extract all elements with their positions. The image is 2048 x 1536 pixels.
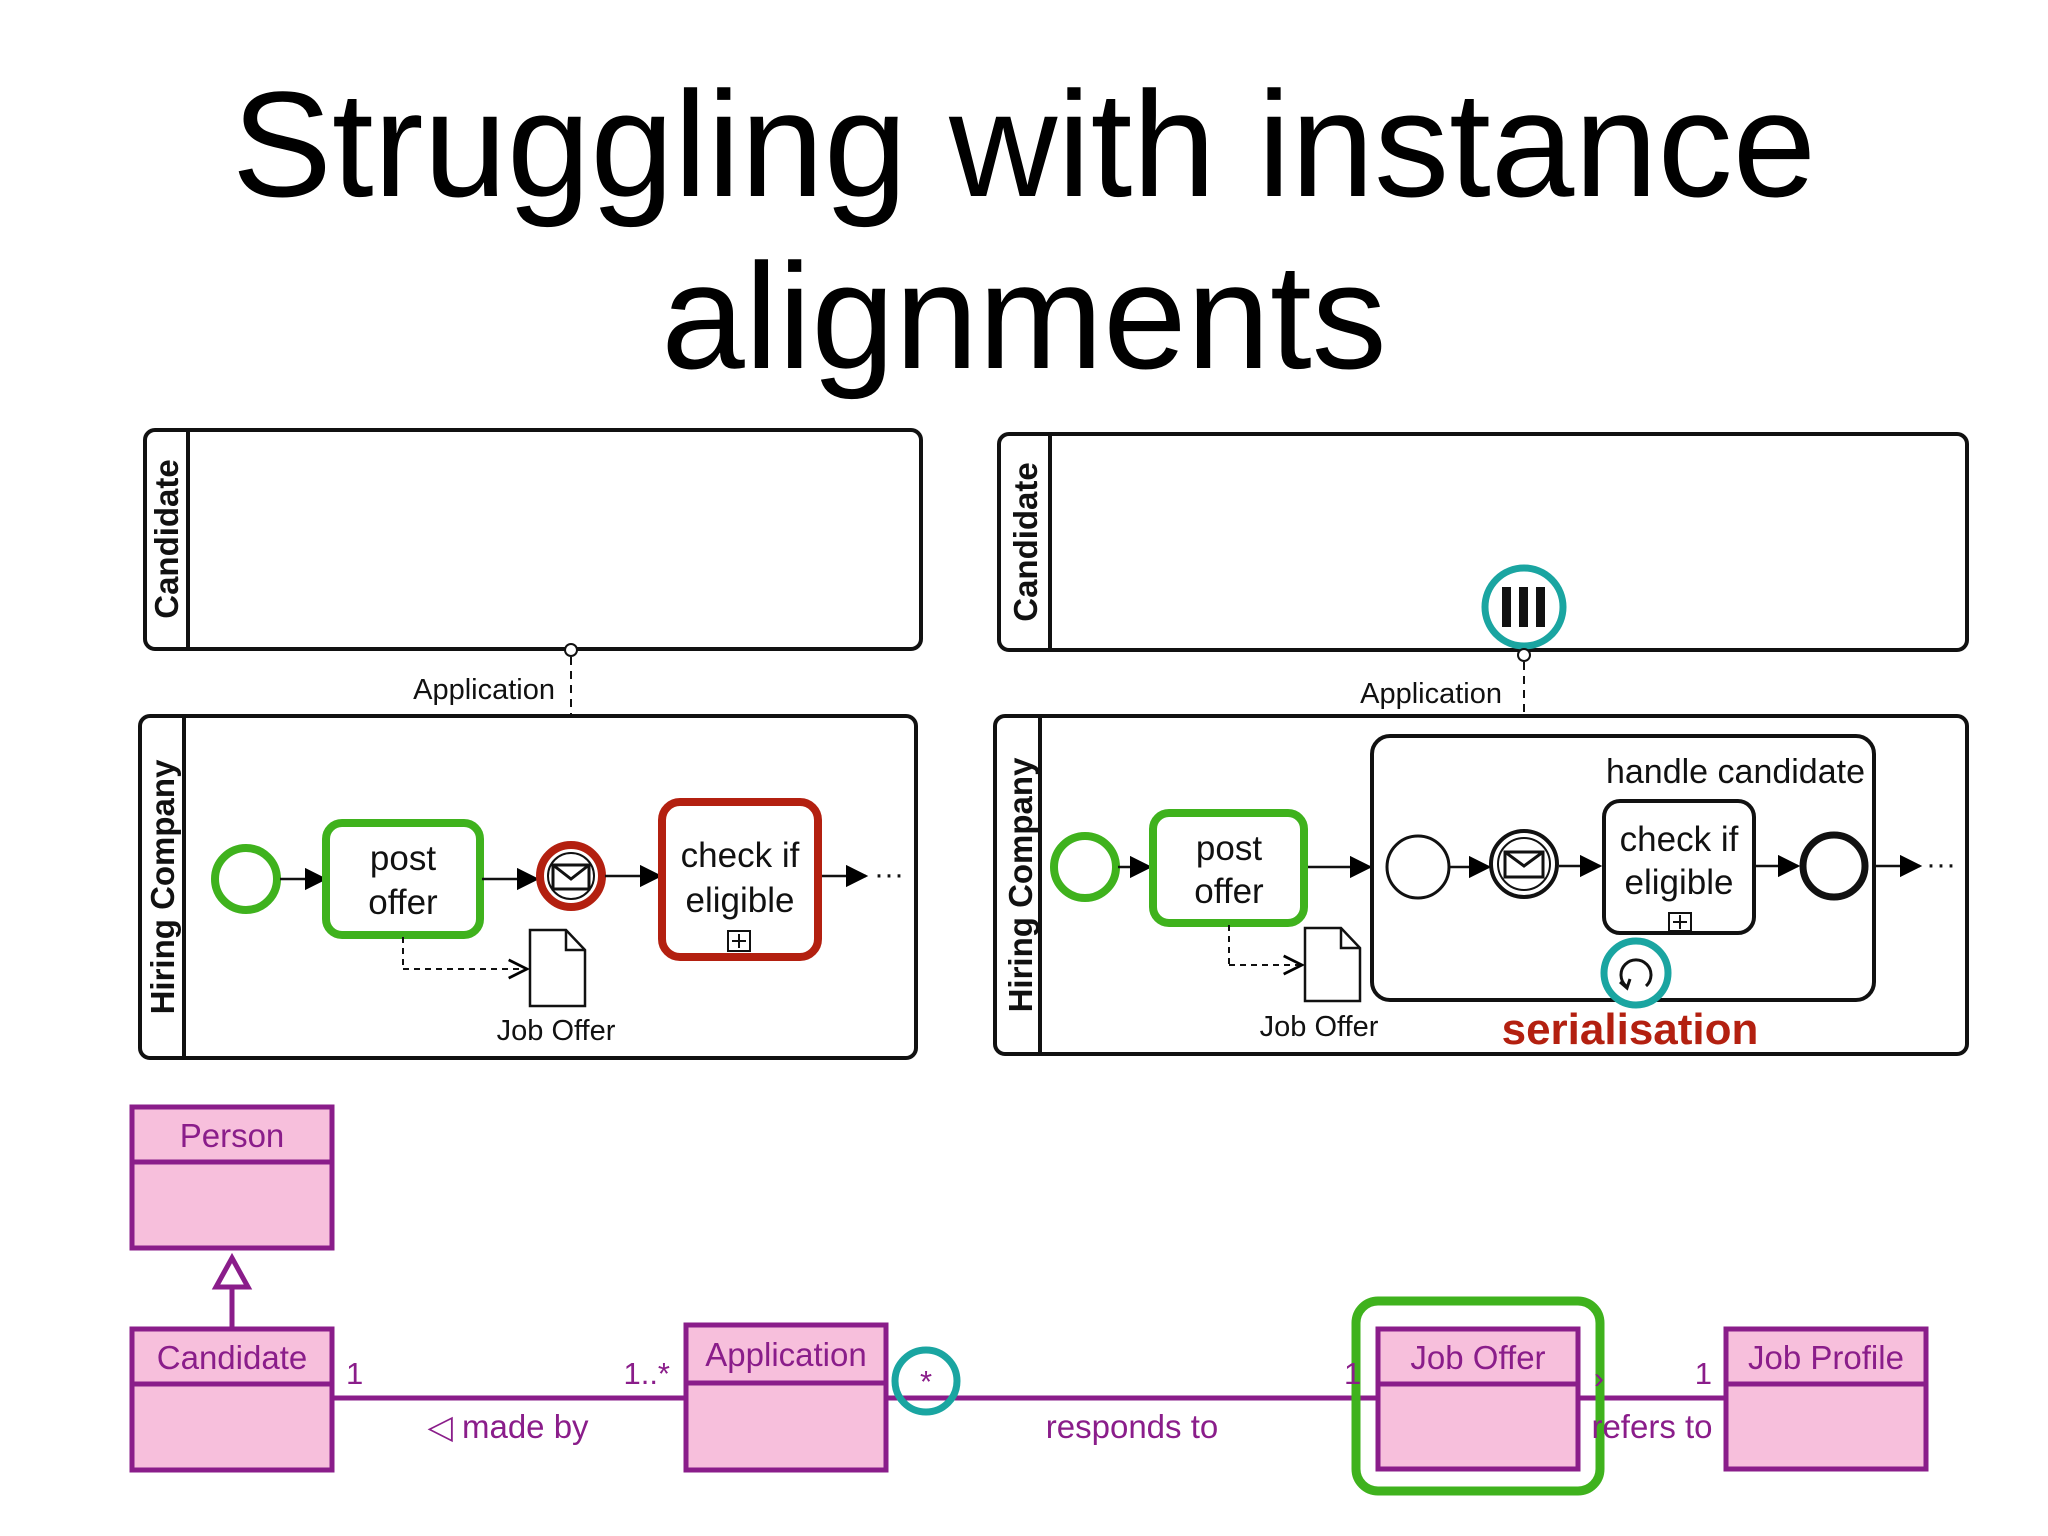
left-continuation: ··· — [874, 858, 904, 891]
uml-class-application: Application — [683, 1322, 889, 1473]
uml-class-job-offer: Job Offer — [1351, 1296, 1605, 1496]
uml-class-candidate: Candidate — [129, 1326, 335, 1473]
right-message-label: Application — [1360, 678, 1502, 710]
slide-title: Struggling with instance alignments — [0, 58, 2048, 402]
mult-application-right: * — [920, 1364, 932, 1399]
uml-class-person: Person — [129, 1104, 335, 1251]
title-line-1: Struggling with instance — [231, 60, 1817, 228]
left-candidate-pool: Candidate — [143, 428, 923, 651]
subprocess-start-event — [1385, 834, 1451, 900]
mult-candidate: 1 — [346, 1356, 363, 1391]
job-offer-highlight — [1351, 1296, 1605, 1496]
right-data-object-label: Job Offer — [1260, 1011, 1379, 1043]
assoc-responds-to: responds to — [1046, 1408, 1218, 1445]
left-subprocess-marker-icon — [727, 930, 751, 952]
subprocess-label: handle candidate — [1606, 753, 1865, 791]
left-post-offer-line2: offer — [368, 883, 438, 922]
left-message-label: Application — [413, 674, 555, 706]
left-envelope-icon — [551, 863, 591, 891]
left-candidate-pool-label: Candidate — [148, 459, 185, 619]
right-task-post-offer: post offer — [1149, 809, 1308, 927]
right-start-event — [1050, 832, 1120, 902]
left-check-line1: check if — [681, 836, 800, 875]
assoc-refers-to: refers to — [1591, 1408, 1712, 1445]
mult-job-offer-right: 1 — [1695, 1356, 1712, 1391]
uml-job-profile-name: Job Profile — [1748, 1339, 1904, 1376]
left-task-post-offer: post offer — [322, 819, 484, 939]
left-check-line2: eligible — [686, 881, 795, 920]
multiplicity-highlight — [891, 1346, 961, 1416]
uml-job-offer-name: Job Offer — [1410, 1339, 1545, 1376]
right-envelope-icon — [1503, 850, 1545, 879]
subprocess-handle-candidate: handle candidate check if eligible — [1370, 734, 1876, 1009]
uml-person-name: Person — [180, 1117, 285, 1154]
left-post-offer-line1: post — [370, 839, 436, 878]
uml-application-name: Application — [705, 1336, 866, 1373]
left-start-event — [211, 844, 281, 914]
mult-application-left: 1..* — [623, 1356, 670, 1391]
uml-class-job-profile: Job Profile — [1723, 1326, 1929, 1472]
right-check-line2: eligible — [1625, 863, 1734, 902]
right-task-check-eligible: check if eligible — [1602, 799, 1756, 935]
mult-job-offer-left: 1 — [1344, 1356, 1361, 1391]
right-data-object-icon — [1303, 926, 1362, 1003]
right-check-line1: check if — [1620, 820, 1739, 859]
title-line-2: alignments — [661, 232, 1387, 400]
loop-marker-icon — [1600, 937, 1672, 1009]
right-message-catch-event — [1489, 829, 1559, 899]
right-hiring-pool-label: Hiring Company — [1002, 757, 1039, 1012]
nav-marker: › — [1594, 1362, 1604, 1395]
subprocess-end-event — [1799, 831, 1869, 901]
left-bpmn-diagram: Candidate Application Hiring Company pos… — [138, 428, 923, 1060]
generalization-arrow-icon — [211, 1252, 253, 1290]
left-message-catch-event — [536, 841, 606, 911]
serialisation-annotation: serialisation — [1502, 1005, 1759, 1054]
right-candidate-pool-label: Candidate — [1007, 462, 1044, 622]
right-post-offer-line1: post — [1196, 829, 1262, 868]
multi-instance-parallel-icon — [1481, 564, 1567, 650]
left-message-flow: Application — [413, 643, 577, 836]
left-data-object-icon — [528, 928, 587, 1008]
assoc-made-by: ◁ made by — [427, 1408, 589, 1445]
left-hiring-pool-label: Hiring Company — [144, 759, 181, 1014]
uml-candidate-name: Candidate — [157, 1339, 307, 1376]
uml-class-diagram: Person Candidate Application Job Offer — [129, 1104, 1929, 1496]
left-data-object-label: Job Offer — [497, 1015, 616, 1047]
right-continuation: ··· — [1926, 848, 1956, 881]
right-subprocess-marker-icon — [1668, 912, 1692, 932]
left-task-check-eligible: check if eligible — [658, 798, 822, 961]
right-post-offer-line2: offer — [1194, 872, 1264, 911]
right-candidate-pool: Candidate — [997, 432, 1969, 652]
right-bpmn-diagram: Candidate Application Hiring Company — [993, 432, 1969, 1056]
